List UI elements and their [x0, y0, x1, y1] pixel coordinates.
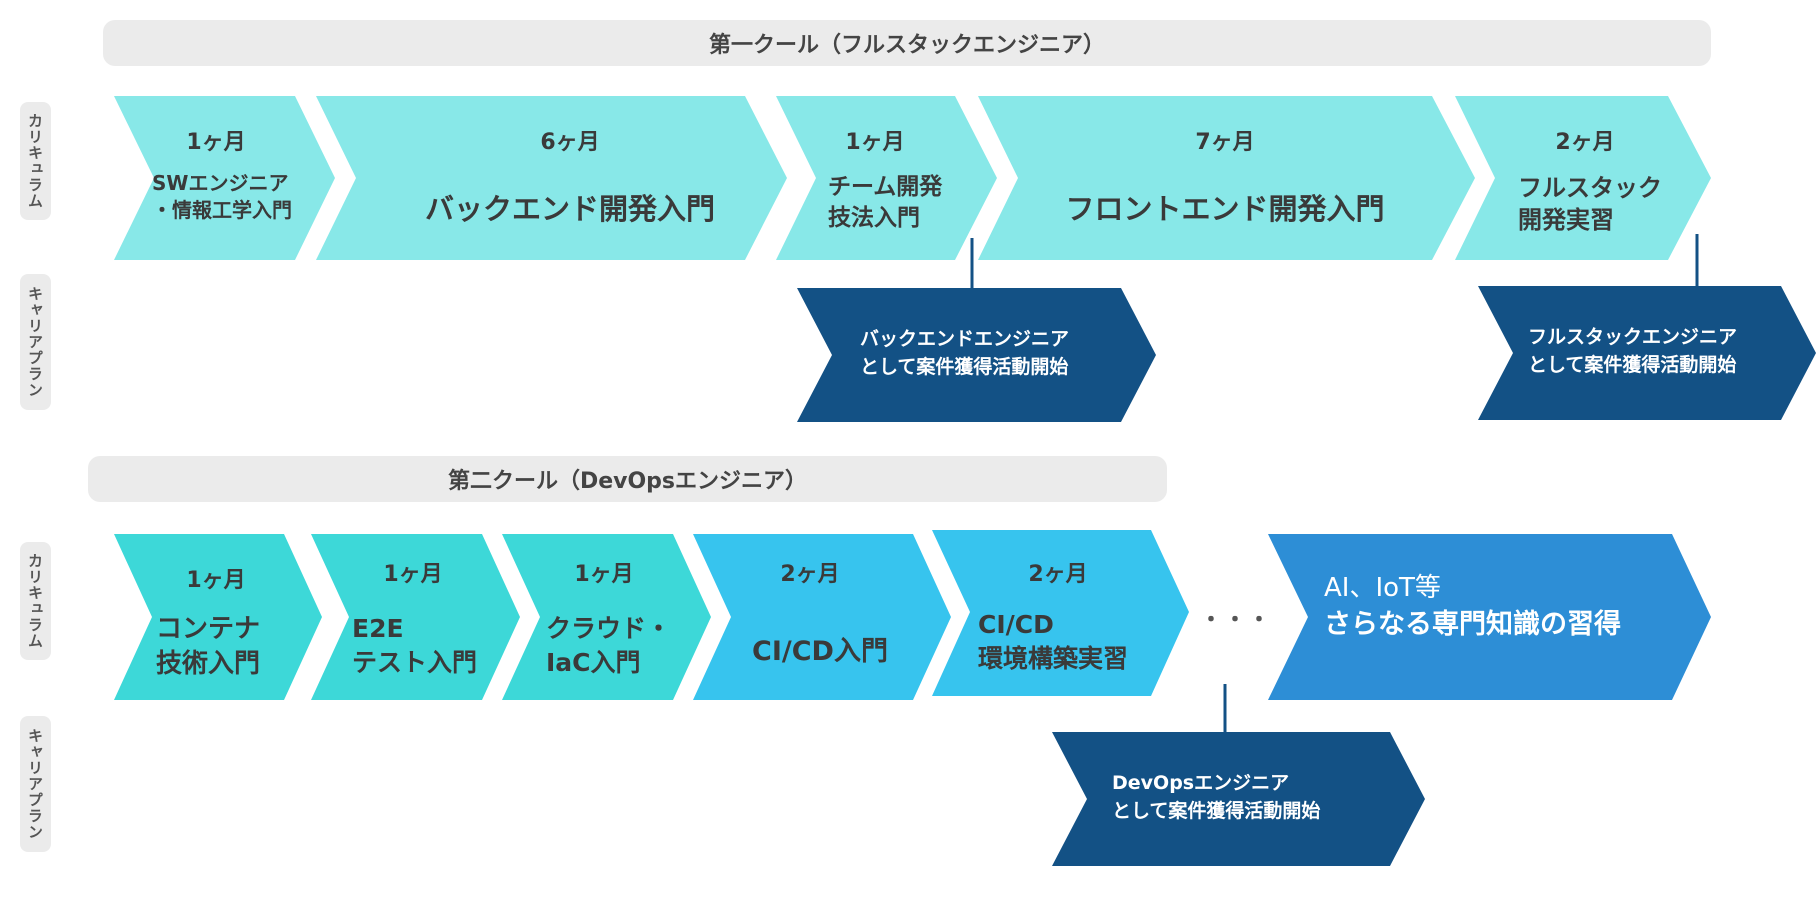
cohort1-title: 第一クール（フルスタックエンジニア） [103, 20, 1711, 66]
side-label-curriculum-2: カリキュラム [20, 542, 51, 660]
c2-step1-label: コンテナ技術入門 [156, 614, 261, 680]
c2-step3-chevron [502, 534, 711, 700]
c1-career1-chevron [797, 288, 1156, 422]
c1-step5-duration: 2ヶ月 [1555, 130, 1615, 155]
c2-step1-chevron [114, 534, 322, 700]
c2-career1-chevron [1052, 732, 1425, 866]
c2-step4-chevron [693, 534, 951, 700]
c1-step1-label: SWエンジニア・情報工学入門 [152, 171, 292, 222]
c1-step4-label: フロントエンド開発入門 [1065, 192, 1385, 226]
c1-career2-chevron [1478, 286, 1816, 420]
c1-career1-label: バックエンドエンジニアとして案件獲得活動開始 [860, 328, 1070, 378]
c1-step5-chevron [1455, 96, 1711, 260]
c1-step2-duration: 6ヶ月 [540, 130, 600, 155]
c2-step4-duration: 2ヶ月 [780, 562, 840, 587]
c2-ellipsis: ・・・ [1200, 608, 1273, 633]
c2-step3-duration: 1ヶ月 [574, 562, 634, 587]
side-label-career-1: キャリアプラン [20, 274, 51, 410]
c1-step2-chevron [316, 96, 787, 260]
c1-step2-label: バックエンド開発入門 [424, 192, 715, 226]
c2-step3-label: クラウド・IaC入門 [546, 614, 672, 677]
c1-step1-chevron [114, 96, 335, 260]
c2-advanced-label: AI、IoT等 さらなる専門知識の習得 [1324, 573, 1621, 640]
side-label-career-2: キャリアプラン [20, 716, 51, 852]
c2-step1-duration: 1ヶ月 [186, 568, 246, 593]
cohort2-title: 第二クール（DevOpsエンジニア） [88, 456, 1167, 502]
c1-step4-duration: 7ヶ月 [1195, 130, 1255, 155]
c1-step1-duration: 1ヶ月 [186, 130, 246, 155]
c1-step3-label: チーム開発技法入門 [828, 174, 943, 232]
c1-step4-chevron [978, 96, 1475, 260]
c2-step5-duration: 2ヶ月 [1028, 562, 1088, 587]
c1-career2-label: フルスタックエンジニアとして案件獲得活動開始 [1528, 326, 1738, 376]
c2-step2-duration: 1ヶ月 [383, 562, 443, 587]
side-label-curriculum-1: カリキュラム [20, 102, 51, 220]
c1-step3-duration: 1ヶ月 [845, 130, 905, 155]
c1-step5-label: フルスタック開発実習 [1518, 174, 1662, 235]
c2-advanced-chevron [1268, 534, 1711, 700]
c2-career1-label: DevOpsエンジニアとして案件獲得活動開始 [1112, 772, 1321, 822]
c1-step3-chevron [776, 96, 997, 260]
c2-step4-label: CI/CD入門 [752, 636, 888, 667]
c2-step5-chevron [932, 530, 1189, 696]
c2-step2-chevron [311, 534, 520, 700]
